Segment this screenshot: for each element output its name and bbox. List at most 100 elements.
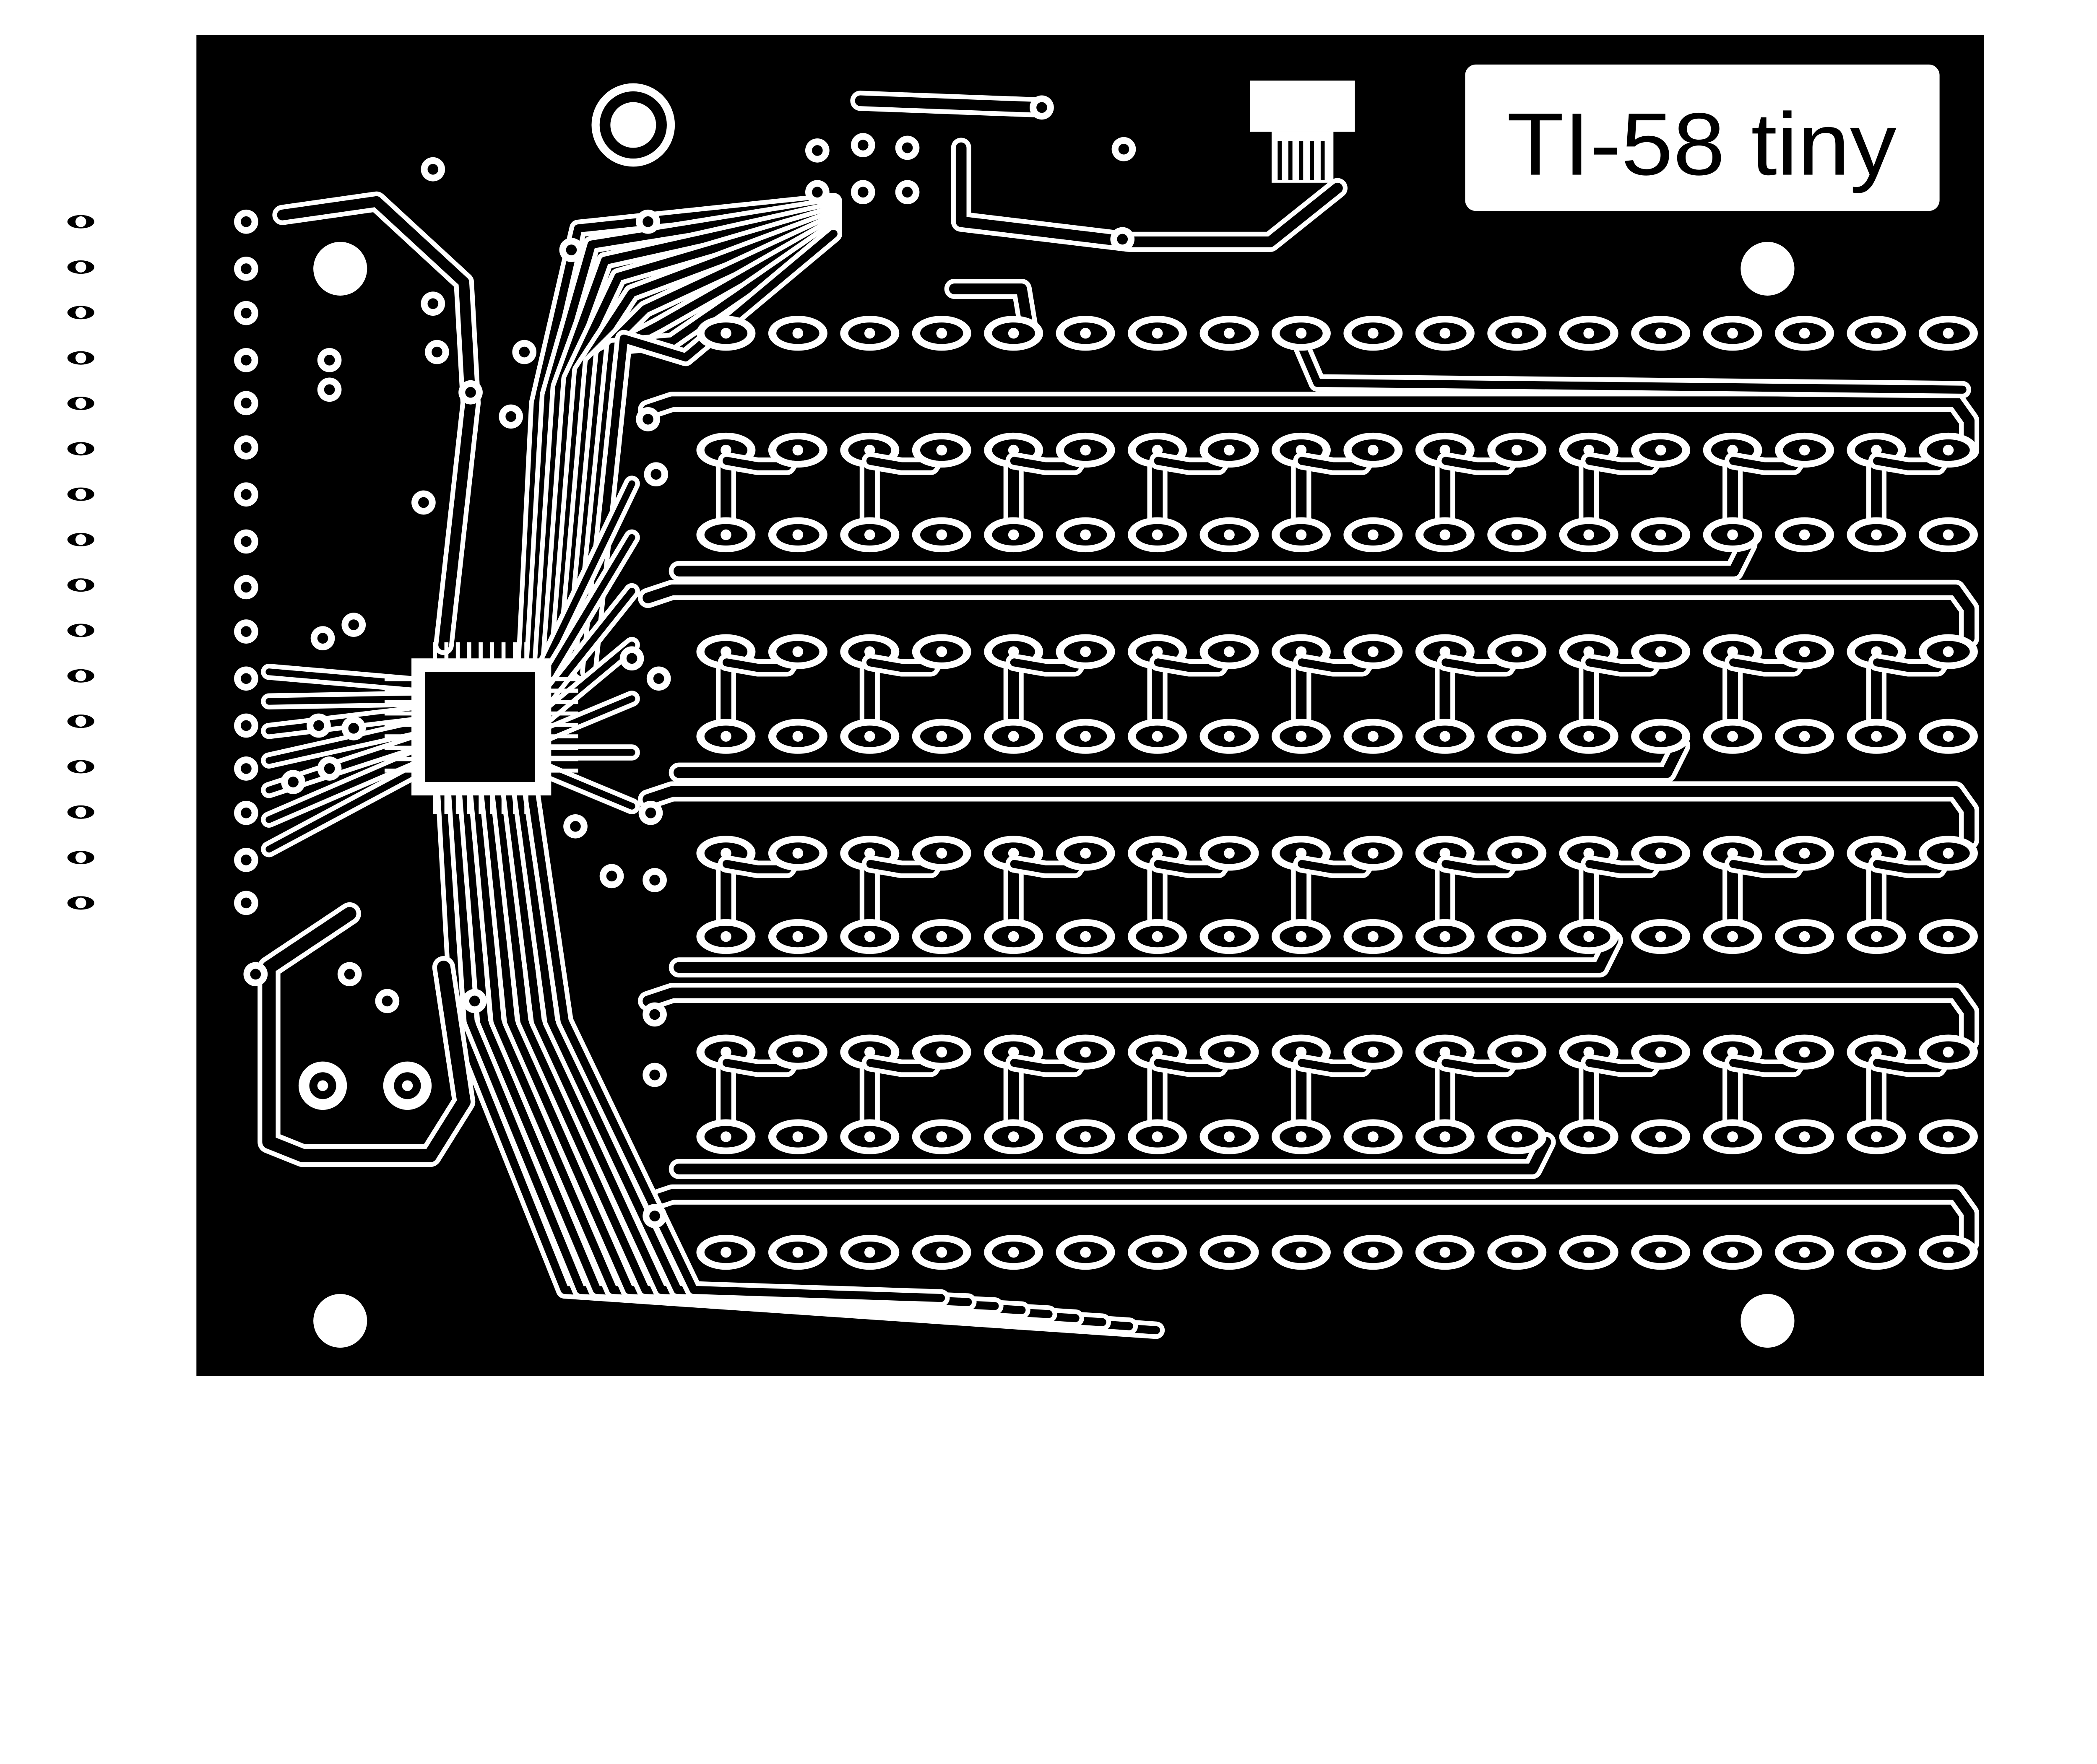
via bbox=[234, 435, 258, 460]
via bbox=[243, 962, 268, 987]
pad bbox=[1703, 919, 1762, 954]
pad bbox=[59, 662, 103, 689]
via bbox=[462, 989, 487, 1013]
pad bbox=[768, 1034, 827, 1070]
via bbox=[1030, 95, 1054, 120]
pad bbox=[1775, 1234, 1834, 1270]
chip-pin bbox=[455, 785, 460, 814]
pad bbox=[984, 517, 1043, 553]
via bbox=[638, 800, 663, 825]
pad bbox=[696, 316, 756, 351]
ring-hole bbox=[610, 102, 656, 148]
chip-pin bbox=[538, 723, 578, 727]
chip-pin bbox=[384, 734, 425, 738]
large-pad bbox=[298, 1061, 347, 1110]
pad bbox=[1271, 719, 1331, 754]
pad bbox=[768, 634, 827, 669]
pad bbox=[1847, 517, 1906, 553]
pad bbox=[1415, 316, 1475, 351]
pad bbox=[1199, 316, 1259, 351]
misc-components bbox=[234, 95, 1136, 1228]
pad bbox=[1847, 1119, 1906, 1154]
via bbox=[234, 713, 258, 738]
chip-pin bbox=[384, 723, 425, 727]
via bbox=[341, 716, 366, 740]
pad bbox=[1703, 1234, 1762, 1270]
pad bbox=[59, 798, 103, 826]
key-pad-grid bbox=[696, 316, 1978, 1270]
pad bbox=[984, 919, 1043, 954]
chip-pin bbox=[384, 677, 425, 681]
pad bbox=[840, 719, 900, 754]
pad bbox=[1918, 432, 1978, 468]
via bbox=[636, 209, 660, 234]
via bbox=[421, 291, 445, 316]
connector-pin-lines bbox=[1277, 141, 1325, 180]
via bbox=[499, 404, 523, 429]
pad bbox=[1487, 316, 1547, 351]
chip-pin bbox=[490, 642, 494, 672]
pad bbox=[1918, 1119, 1978, 1154]
pad bbox=[1918, 719, 1978, 754]
pad bbox=[912, 634, 971, 669]
pad bbox=[1199, 1234, 1259, 1270]
pad bbox=[1415, 719, 1475, 754]
chip-pin bbox=[538, 746, 578, 750]
pad bbox=[768, 517, 827, 553]
large-pad bbox=[383, 1061, 432, 1110]
via bbox=[307, 713, 331, 738]
trace bbox=[261, 717, 433, 769]
trace bbox=[540, 205, 843, 681]
pad bbox=[696, 719, 756, 754]
mounting-hole bbox=[1741, 242, 1795, 296]
pad bbox=[1056, 1034, 1115, 1070]
pad bbox=[1271, 316, 1331, 351]
trace bbox=[669, 534, 1758, 581]
via bbox=[317, 348, 342, 372]
chip-pin bbox=[479, 785, 483, 814]
trace bbox=[258, 902, 476, 1167]
trace bbox=[850, 91, 1052, 118]
chip-pin bbox=[524, 642, 528, 672]
pad bbox=[696, 517, 756, 553]
pad bbox=[1487, 432, 1547, 468]
pad bbox=[1775, 1119, 1834, 1154]
chip-pin bbox=[538, 677, 578, 681]
pad bbox=[984, 316, 1043, 351]
via bbox=[317, 756, 342, 781]
trace bbox=[515, 192, 843, 681]
pad bbox=[1199, 634, 1259, 669]
pad bbox=[1631, 719, 1691, 754]
pad bbox=[768, 1119, 827, 1154]
via bbox=[234, 529, 258, 554]
ring-pad bbox=[591, 83, 675, 167]
pad bbox=[1343, 719, 1403, 754]
pad bbox=[1271, 1119, 1331, 1154]
via bbox=[1111, 137, 1136, 161]
chip-pin bbox=[513, 785, 517, 814]
pad bbox=[768, 919, 827, 954]
pad bbox=[1128, 1119, 1187, 1154]
mounting-hole bbox=[1741, 1294, 1795, 1348]
via bbox=[805, 180, 830, 205]
via bbox=[895, 180, 920, 205]
pad bbox=[1703, 517, 1762, 553]
pad bbox=[696, 1119, 756, 1154]
pad bbox=[1271, 1234, 1331, 1270]
pad bbox=[1847, 719, 1906, 754]
pad bbox=[912, 1119, 971, 1154]
chip-pin bbox=[384, 768, 425, 773]
pad bbox=[1559, 1234, 1618, 1270]
pad bbox=[1487, 634, 1547, 669]
pad bbox=[912, 919, 971, 954]
via bbox=[599, 864, 624, 888]
pad bbox=[1631, 836, 1691, 871]
pad bbox=[840, 316, 900, 351]
pad bbox=[1056, 1234, 1115, 1270]
chip-pin bbox=[538, 688, 578, 693]
pad bbox=[840, 1119, 900, 1154]
chip-pin bbox=[384, 757, 425, 761]
chip-pin bbox=[538, 768, 578, 773]
chip-pin bbox=[501, 785, 506, 814]
pad bbox=[768, 719, 827, 754]
